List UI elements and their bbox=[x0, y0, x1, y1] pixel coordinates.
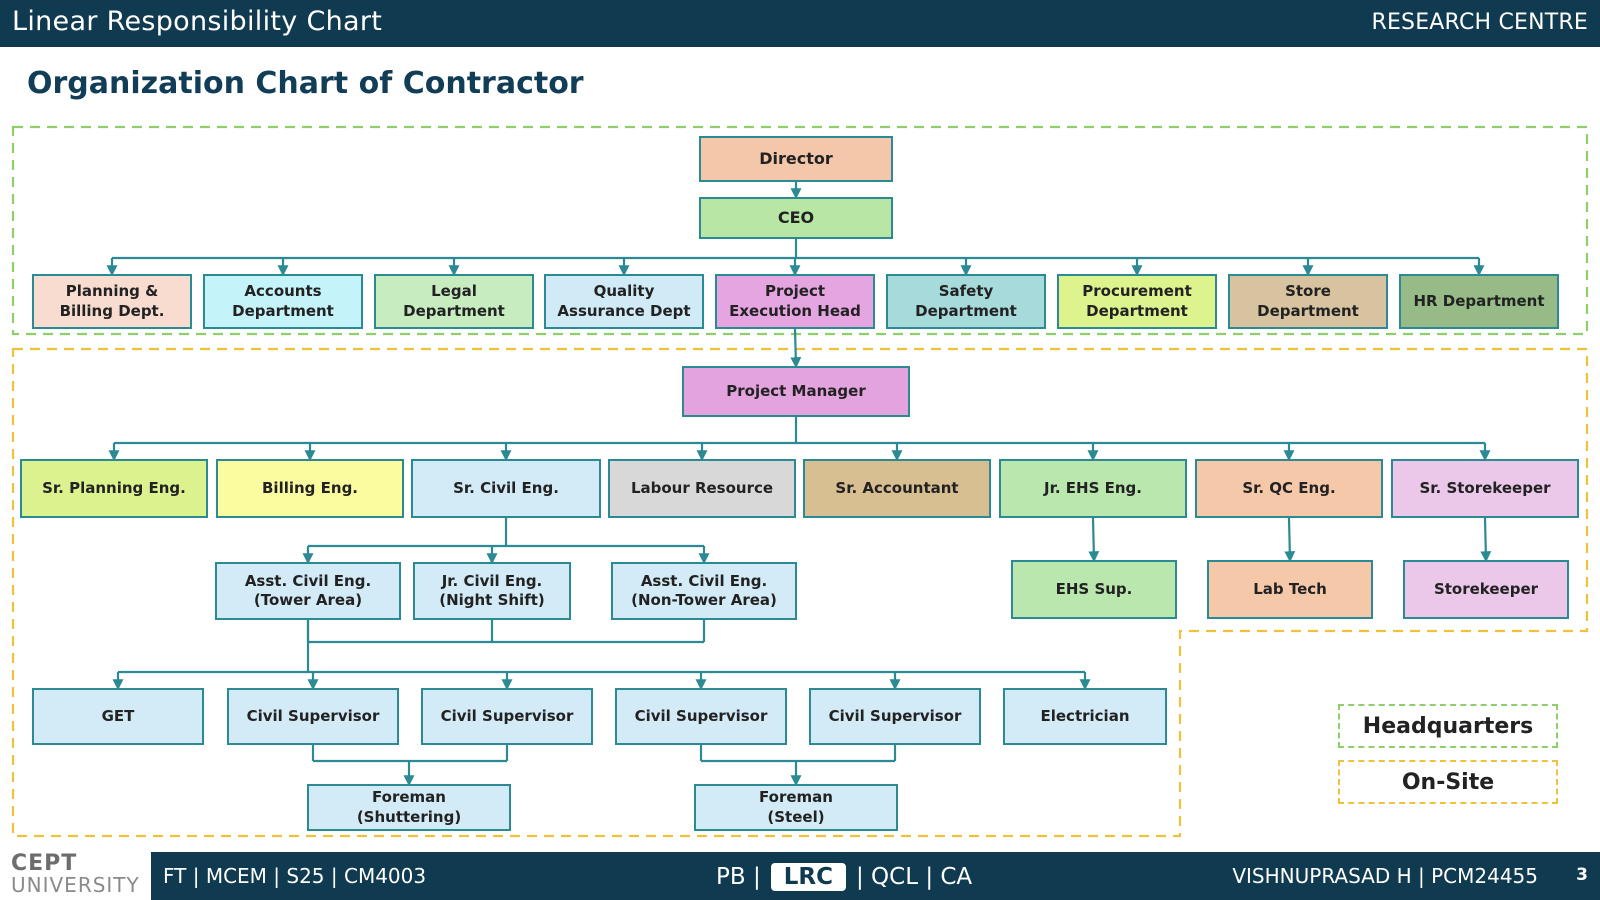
org-node-civil-sup-4: Civil Supervisor bbox=[809, 688, 981, 745]
footer-author: VISHNUPRASAD H | PCM24455 bbox=[1232, 864, 1538, 888]
org-node-safety: Safety Department bbox=[886, 274, 1046, 329]
org-node-accounts: Accounts Department bbox=[203, 274, 363, 329]
org-node-pm: Project Manager bbox=[682, 366, 910, 417]
org-node-ceo: CEO bbox=[699, 197, 893, 239]
org-node-hr: HR Department bbox=[1399, 274, 1559, 329]
org-node-sr-civil: Sr. Civil Eng. bbox=[411, 459, 601, 518]
org-node-storekeeper: Storekeeper bbox=[1403, 560, 1569, 619]
org-node-ehs-sup: EHS Sup. bbox=[1011, 560, 1177, 619]
org-node-sr-qc: Sr. QC Eng. bbox=[1195, 459, 1383, 518]
org-node-sr-planning: Sr. Planning Eng. bbox=[20, 459, 208, 518]
org-node-jr-civil-night: Jr. Civil Eng. (Night Shift) bbox=[413, 562, 571, 620]
edge-peh-pm bbox=[790, 328, 802, 369]
logo-line1: CEPT bbox=[11, 851, 78, 876]
org-node-legal: Legal Department bbox=[374, 274, 534, 329]
org-node-asst-civil-tower: Asst. Civil Eng. (Tower Area) bbox=[215, 562, 401, 620]
edge-jr-ehs-ehs-sup bbox=[1088, 517, 1100, 563]
footer-bar: FT | MCEM | S25 | CM4003 PB | LRC | QCL … bbox=[151, 852, 1600, 900]
org-node-civil-sup-1: Civil Supervisor bbox=[227, 688, 399, 745]
page-number: 3 bbox=[1576, 865, 1588, 885]
university-logo: CEPT UNIVERSITY bbox=[11, 851, 140, 897]
edges-layer bbox=[106, 182, 1492, 787]
onsite-boundary bbox=[11, 347, 1589, 838]
footer-course: FT | MCEM | S25 | CM4003 bbox=[163, 864, 427, 888]
org-node-sr-accountant: Sr. Accountant bbox=[803, 459, 991, 518]
org-node-procurement: Procurement Department bbox=[1057, 274, 1217, 329]
legend-headquarters: Headquarters bbox=[1338, 704, 1558, 748]
header-bar: Linear Responsibility Chart RESEARCH CEN… bbox=[0, 0, 1600, 47]
footer-nav: PB | LRC | QCL | CA bbox=[716, 863, 972, 891]
org-node-civil-sup-2: Civil Supervisor bbox=[421, 688, 593, 745]
logo-line2: UNIVERSITY bbox=[11, 873, 140, 897]
org-node-billing: Billing Eng. bbox=[216, 459, 404, 518]
edge-sr-qc-lab-tech bbox=[1284, 517, 1296, 563]
org-node-planning-billing: Planning & Billing Dept. bbox=[32, 274, 192, 329]
org-node-civil-sup-3: Civil Supervisor bbox=[615, 688, 787, 745]
org-node-labour: Labour Resource bbox=[608, 459, 796, 518]
legend-onsite: On-Site bbox=[1338, 760, 1558, 804]
org-node-qa: Quality Assurance Dept bbox=[544, 274, 704, 329]
org-node-electrician: Electrician bbox=[1003, 688, 1167, 745]
header-title: Linear Responsibility Chart bbox=[12, 6, 383, 37]
org-node-peh: Project Execution Head bbox=[715, 274, 875, 329]
org-node-foreman-steel: Foreman (Steel) bbox=[694, 784, 898, 831]
org-node-sr-storekeeper: Sr. Storekeeper bbox=[1391, 459, 1579, 518]
org-node-jr-ehs: Jr. EHS Eng. bbox=[999, 459, 1187, 518]
page-title: Organization Chart of Contractor bbox=[27, 66, 584, 101]
org-node-foreman-shuttering: Foreman (Shuttering) bbox=[307, 784, 511, 831]
org-node-director: Director bbox=[699, 136, 893, 182]
edge-sr-storekeeper-storekeeper bbox=[1480, 517, 1492, 563]
footer-nav-active[interactable]: LRC bbox=[770, 863, 846, 891]
org-node-get: GET bbox=[32, 688, 204, 745]
legend-onsite-label: On-Site bbox=[1401, 769, 1495, 795]
org-node-asst-civil-nontower: Asst. Civil Eng. (Non-Tower Area) bbox=[611, 562, 797, 620]
footer-nav-after: | QCL | CA bbox=[855, 864, 973, 890]
org-node-store: Store Department bbox=[1228, 274, 1388, 329]
headquarters-boundary bbox=[11, 125, 1589, 336]
header-org: RESEARCH CENTRE bbox=[1371, 10, 1588, 35]
footer-nav-before: PB | bbox=[716, 864, 761, 890]
legend-headquarters-label: Headquarters bbox=[1362, 713, 1534, 739]
org-node-lab-tech: Lab Tech bbox=[1207, 560, 1373, 619]
